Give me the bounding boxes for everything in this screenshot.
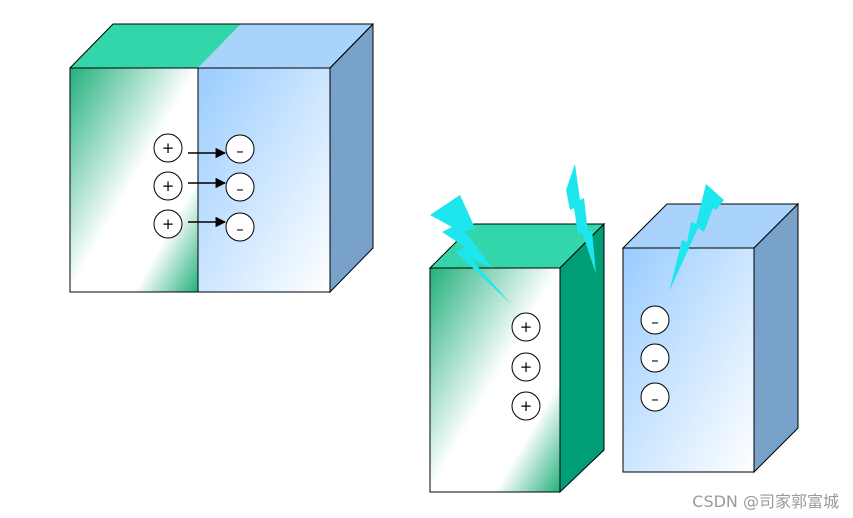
p-charge: + [511, 391, 541, 421]
svg-text:–: – [236, 142, 244, 160]
p-charge: + [511, 312, 541, 342]
svg-text:–: – [236, 180, 244, 198]
svg-text:–: – [236, 220, 244, 238]
p-charge: + [153, 133, 183, 163]
svg-text:+: + [520, 358, 533, 376]
n-charge: – [640, 305, 670, 335]
svg-text:–: – [651, 351, 659, 369]
n-charge: – [225, 134, 255, 164]
joined-top-p [70, 24, 241, 68]
p-charge: + [153, 209, 183, 239]
joined-block: + + + – – – [69, 22, 374, 294]
svg-text:+: + [520, 397, 533, 415]
joined-front-n [197, 67, 331, 293]
svg-text:–: – [651, 313, 659, 331]
svg-text:–: – [651, 390, 659, 408]
p-block-side [559, 222, 605, 494]
svg-text:+: + [162, 177, 175, 195]
p-charge: + [511, 352, 541, 382]
n-charge: – [225, 172, 255, 202]
separated-p-block: + + + [428, 222, 606, 494]
joined-side-n [329, 22, 374, 294]
separated-n-block: – – – [621, 202, 800, 474]
svg-text:+: + [162, 139, 175, 157]
n-charge: – [225, 212, 255, 242]
svg-text:+: + [162, 215, 175, 233]
n-charge: – [640, 343, 670, 373]
lightning-bolt-icon [669, 184, 724, 292]
n-charge: – [640, 382, 670, 412]
p-charge: + [153, 171, 183, 201]
lightning-bolt-icon [430, 195, 512, 305]
svg-text:+: + [520, 318, 533, 336]
p-block-front [429, 267, 561, 493]
joined-top-n [198, 24, 373, 68]
watermark: CSDN @司家郭富城 [692, 492, 839, 511]
n-block-side [753, 202, 799, 474]
lightning-bolt-icon [566, 164, 596, 274]
